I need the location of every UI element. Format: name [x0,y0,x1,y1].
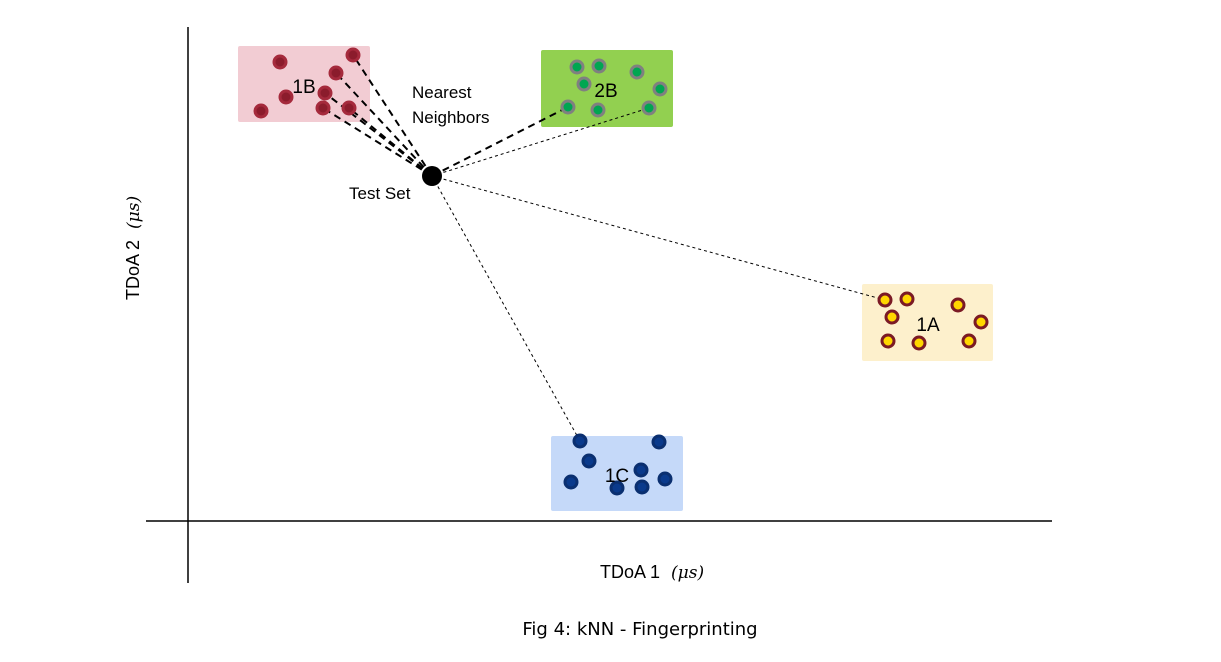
y-axis-unit: (μs) [124,196,144,229]
distance-line [431,107,650,177]
cluster-1A-point [961,333,977,349]
x-axis-label: TDoA 1 (μs) [600,562,704,583]
cluster-2B-point [629,64,645,80]
y-axis-label: TDoA 2 (μs) [123,196,144,300]
cluster-1B-point [315,100,331,116]
cluster-1A-point [973,314,989,330]
test-set-label: Test Set [349,184,411,203]
nearest-neighbors-label-line1: Nearest [412,83,472,102]
nearest-neighbor-line [322,107,433,177]
cluster-label-1C: 1C [605,466,629,487]
cluster-1B-point [345,47,361,63]
distance-line [431,175,886,301]
cluster-labels: 1B 2B 1A 1C [292,77,940,487]
cluster-box-1B [238,46,370,122]
nearest-neighbor-line [352,54,433,177]
cluster-1B-point [328,65,344,81]
x-axis-unit: (μs) [671,563,704,583]
cluster-1A-point [899,291,915,307]
cluster-1C-point [609,480,625,496]
cluster-1A-point [884,309,900,325]
cluster-1C-point [634,479,650,495]
cluster-label-1B: 1B [292,77,315,98]
cluster-1C-point [633,462,649,478]
cluster-1A-point [880,333,896,349]
cluster-2B-point [590,102,606,118]
cluster-1A-point [950,297,966,313]
distance-line [431,175,581,442]
cluster-label-1A: 1A [916,315,940,336]
cluster-2B-point [569,59,585,75]
cluster-1B-point [272,54,288,70]
cluster-2B-point [560,99,576,115]
cluster-box-1C [551,436,683,511]
cluster-1A-point [911,335,927,351]
y-axis-label-text: TDoA 2 [123,240,143,300]
cluster-1B-point [341,100,357,116]
cluster-1B-point [253,103,269,119]
cluster-label-2B: 2B [594,81,617,102]
test-point [422,166,442,186]
cluster-2B-point [652,81,668,97]
cluster-1B-point [278,89,294,105]
cluster-1C-point [572,433,588,449]
cluster-1C-point [657,471,673,487]
cluster-2B-point [576,76,592,92]
cluster-1A-point [877,292,893,308]
cluster-boxes [238,46,993,511]
cluster-2B-point [641,100,657,116]
cluster-1B-point [317,85,333,101]
cluster-1C-point [581,453,597,469]
cluster-2B-point [591,58,607,74]
nearest-neighbors-label-line2: Neighbors [412,108,490,127]
x-axis-label-text: TDoA 1 [600,562,660,582]
nearest-neighbor-line [348,107,433,177]
cluster-1C-point [651,434,667,450]
figure-caption: Fig 4: kNN - Fingerprinting [522,619,757,640]
nearest-neighbor-line [431,106,569,177]
cluster-1C-point [563,474,579,490]
cluster-points [253,47,989,496]
